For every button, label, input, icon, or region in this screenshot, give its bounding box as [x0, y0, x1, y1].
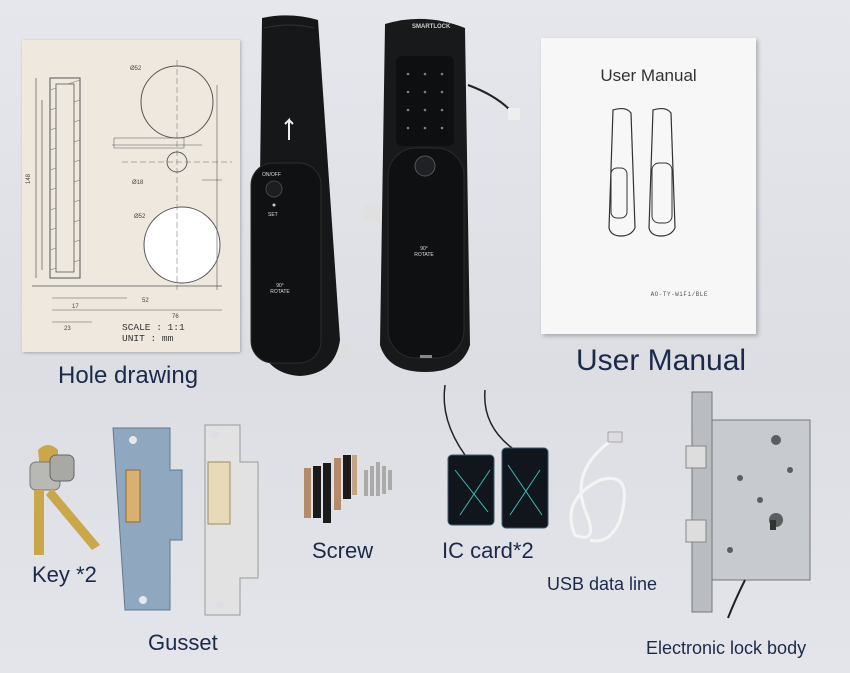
rear-rotate-text: 90° ROTATE: [270, 283, 290, 295]
svg-text:23: 23: [64, 326, 71, 332]
ic-cards-illustration: [443, 384, 549, 529]
usb-data-line-label: USB data line: [547, 574, 658, 594]
svg-text:Ø52: Ø52: [134, 214, 146, 220]
gusset-illustration: [112, 424, 259, 616]
ic-card-label: IC card*2: [442, 538, 534, 563]
drawing-scale-text: SCALE : 1:1 UNIT : mm: [122, 322, 185, 344]
key-label: Key *2: [32, 562, 97, 587]
user-manual-booklet: User Manual AO-TY-WiFi/BLE: [541, 38, 756, 334]
keys-illustration: [29, 445, 100, 555]
screw-label: Screw: [312, 538, 374, 563]
manual-cover-title: User Manual: [600, 66, 697, 85]
svg-text:Ø18: Ø18: [132, 180, 144, 186]
manual-model-code: AO-TY-WiFi/BLE: [650, 291, 708, 298]
on-off-text: ON/OFF: [262, 172, 281, 178]
lock-front-panel: [364, 18, 520, 372]
gusset-label: Gusset: [148, 630, 218, 655]
set-text: SET: [268, 212, 278, 218]
drawing-unit: UNIT : mm: [122, 333, 174, 344]
svg-text:76: 76: [172, 314, 179, 320]
hole-drawing-label: Hole drawing: [58, 362, 199, 389]
electronic-lock-body-label: Electronic lock body: [646, 638, 807, 658]
lock-brand-text: SMARTLOCK: [412, 24, 451, 30]
svg-text:17: 17: [72, 304, 79, 310]
svg-text:52: 52: [142, 298, 149, 304]
usb-cable-illustration: [569, 431, 626, 543]
front-rotate-text: 90° ROTATE: [414, 246, 434, 258]
svg-text:Ø52: Ø52: [130, 66, 142, 72]
user-manual-label: User Manual: [576, 344, 747, 377]
drawing-scale: SCALE : 1:1: [122, 322, 185, 333]
manual-cover-image: [608, 107, 676, 237]
lock-rear-panel: [250, 15, 350, 377]
screws-illustration: [304, 455, 392, 523]
lock-body-illustration: [685, 391, 811, 619]
svg-text:148: 148: [26, 173, 32, 184]
